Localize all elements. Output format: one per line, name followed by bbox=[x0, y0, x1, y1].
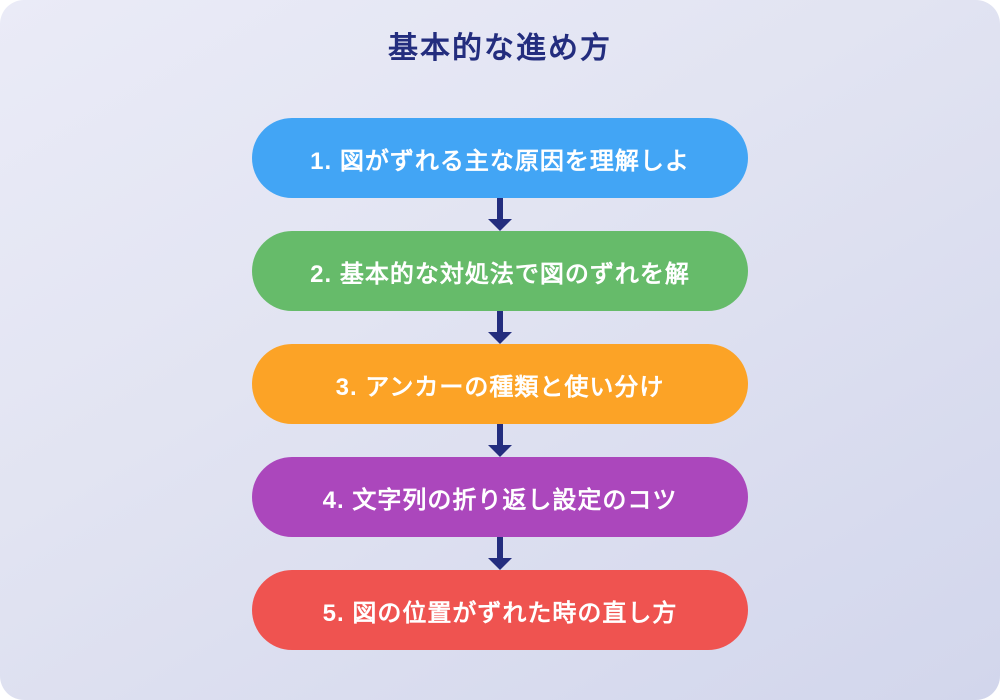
step-4-pill: 4. 文字列の折り返し設定のコツ bbox=[252, 457, 748, 537]
step-3-pill: 3. アンカーの種類と使い分け bbox=[252, 344, 748, 424]
step-1-label: 1. 図がずれる主な原因を理解しよ bbox=[310, 147, 690, 175]
down-arrow-icon bbox=[486, 424, 514, 457]
page-title: 基本的な進め方 bbox=[388, 32, 612, 65]
flowchart: 1. 図がずれる主な原因を理解しよ 2. 基本的な対処法で図のずれを解 3. ア… bbox=[0, 118, 1000, 650]
down-arrow-icon bbox=[486, 537, 514, 570]
step-2-label: 2. 基本的な対処法で図のずれを解 bbox=[310, 260, 690, 288]
step-4-label: 4. 文字列の折り返し設定のコツ bbox=[322, 486, 678, 514]
step-5-pill: 5. 図の位置がずれた時の直し方 bbox=[252, 570, 748, 650]
step-5-label: 5. 図の位置がずれた時の直し方 bbox=[322, 599, 678, 627]
step-1-pill: 1. 図がずれる主な原因を理解しよ bbox=[252, 118, 748, 198]
down-arrow-icon bbox=[486, 311, 514, 344]
step-3-label: 3. アンカーの種類と使い分け bbox=[335, 373, 665, 401]
step-2-pill: 2. 基本的な対処法で図のずれを解 bbox=[252, 231, 748, 311]
down-arrow-icon bbox=[486, 198, 514, 231]
